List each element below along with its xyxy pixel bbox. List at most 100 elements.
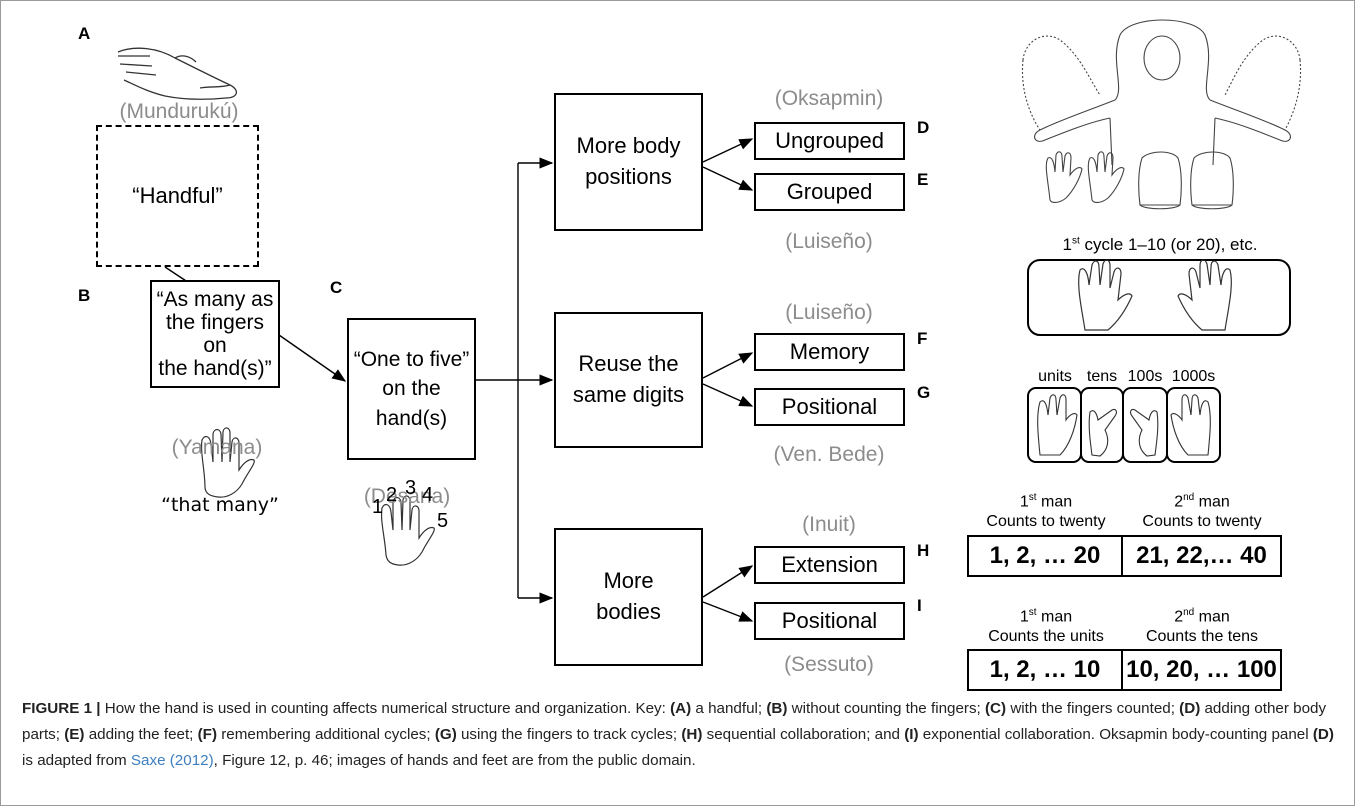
- table-h-cell-1: 1, 2, … 20: [989, 542, 1101, 569]
- caption-key-a: (A): [670, 700, 692, 717]
- label-sessuto: (Sessuto): [784, 653, 874, 676]
- caption-key-i: (I): [904, 726, 919, 743]
- cycle-rest: cycle 1–10 (or 20), etc.: [1079, 235, 1258, 254]
- panel-letter-i: I: [917, 596, 922, 615]
- table-h-col1-head: 1st man Counts to twenty: [970, 488, 1122, 532]
- caption-figure-label: FIGURE 1 |: [22, 700, 101, 717]
- caption-key-e: (E): [64, 726, 85, 743]
- caption-key-g: (G): [434, 726, 457, 743]
- table-i-border: [967, 649, 1282, 691]
- label-luiseno-top: (Luiseño): [785, 230, 873, 253]
- panel-letter-d: D: [917, 118, 930, 137]
- panel-letter-a: A: [78, 24, 91, 43]
- table-i-col1-head: 1st man Counts the units: [970, 603, 1122, 647]
- caption-text-g: using the fingers to track cycles;: [456, 726, 682, 743]
- handful-box: “Handful”: [96, 125, 259, 267]
- digit-2: 2: [386, 484, 398, 506]
- as-many-line-3: the hand(s)”: [158, 357, 272, 381]
- label-desana: (Desana): [363, 485, 451, 508]
- caption-tail: , Figure 12, p. 46; images of hands and …: [213, 752, 696, 769]
- one-to-five-line-1: “One to five”: [353, 347, 470, 371]
- caption-key-f: (F): [197, 726, 218, 743]
- one-to-five-line-3: hand(s): [375, 406, 448, 430]
- digit-hands-drawing: [1037, 394, 1211, 457]
- h-col2-num: 2: [1174, 493, 1184, 511]
- handful-text: “Handful”: [132, 182, 223, 208]
- i-col1-sup: st: [1028, 607, 1037, 618]
- extension-text: Extension: [781, 551, 878, 577]
- panel-letter-g: G: [917, 383, 931, 402]
- more-body-positions-box: More body positions: [554, 93, 703, 231]
- one-to-five-line-2: on the: [382, 377, 441, 401]
- caption-key-b: (B): [766, 700, 788, 717]
- h-col1-num: 1: [1019, 493, 1029, 511]
- caption-key-d2: (D): [1312, 726, 1334, 743]
- i-col2-sub: Counts the tens: [1145, 628, 1259, 646]
- hundreds-box: [1122, 387, 1168, 463]
- reuse-line-2: same digits: [572, 382, 685, 407]
- h-col1-sup: st: [1028, 492, 1037, 503]
- caption-text-i: exponential collaboration. Oksapmin body…: [918, 726, 1313, 743]
- arrow-to-memory: [702, 352, 754, 379]
- memory-box: Memory: [754, 333, 905, 371]
- digit-3: 3: [405, 477, 417, 499]
- caption-text-b: without counting the fingers;: [787, 700, 985, 717]
- as-many-line-1: “As many as: [156, 287, 274, 311]
- i-col1-sub: Counts the units: [988, 628, 1104, 646]
- positional-i-text: Positional: [781, 607, 878, 633]
- two-hands-drawing: [1078, 259, 1232, 331]
- tens-box: [1080, 387, 1124, 463]
- thousands-box: [1166, 387, 1221, 463]
- caption-text-d: adding other body parts;: [22, 700, 1327, 743]
- grouped-box: Grouped: [754, 173, 905, 211]
- label-oksapmin: (Oksapmin): [774, 87, 884, 110]
- reuse-line-1: Reuse the: [578, 351, 679, 377]
- h-col2-rest: man: [1194, 493, 1230, 511]
- panel-letter-c: C: [330, 278, 343, 297]
- arrow-asmany-to-onetofive: [278, 334, 347, 382]
- ungrouped-box: Ungrouped: [754, 122, 905, 160]
- more-body-line-1: More body: [576, 133, 681, 159]
- table-h-border: [967, 535, 1282, 577]
- as-many-line-2: the fingers on: [165, 310, 265, 357]
- more-bodies-line-2: bodies: [596, 599, 661, 624]
- panel-letter-f: F: [917, 329, 928, 348]
- cycle-prefix: 1: [1062, 235, 1073, 254]
- caption-key-d: (D): [1179, 700, 1201, 717]
- thousands-label: 1000s: [1171, 368, 1216, 385]
- label-ven-bede: (Ven. Bede): [773, 443, 885, 466]
- as-many-box: “As many as the fingers on the hand(s)”: [150, 280, 280, 388]
- arrow-to-ungrouped: [702, 138, 754, 163]
- i-col1-rest: man: [1036, 608, 1073, 626]
- caption-key-c: (C): [985, 700, 1007, 717]
- digit-4: 4: [422, 484, 434, 506]
- panel-letter-b: B: [78, 286, 91, 305]
- positional-i-box: Positional: [754, 602, 905, 640]
- h-col1-rest: man: [1036, 493, 1073, 511]
- citation-link[interactable]: Saxe (2012): [130, 752, 214, 769]
- h-col2-sub: Counts to twenty: [1142, 513, 1262, 531]
- caption-text-h: sequential collaboration; and: [702, 726, 905, 743]
- table-h-cell-2: 21, 22,… 40: [1136, 542, 1267, 569]
- i-col2-rest: man: [1194, 608, 1230, 626]
- arrow-to-grouped: [702, 166, 754, 191]
- cycle-box: [1027, 259, 1291, 336]
- hundreds-label: 100s: [1127, 368, 1163, 385]
- h-col1-sub: Counts to twenty: [986, 513, 1106, 531]
- caption-text-d2: is adapted from: [22, 752, 131, 769]
- caption-text-f: remembering additional cycles;: [217, 726, 435, 743]
- memory-text: Memory: [789, 338, 870, 364]
- digit-5: 5: [437, 510, 449, 532]
- yamana-hand-drawing: [200, 427, 255, 498]
- arrow-to-extension: [702, 565, 754, 598]
- units-box: [1027, 387, 1082, 463]
- label-inuit: (Inuit): [802, 513, 856, 536]
- digit-1: 1: [372, 496, 384, 518]
- positional-g-box: Positional: [754, 388, 905, 426]
- tens-label: tens: [1086, 368, 1118, 385]
- panel-letter-e: E: [917, 170, 929, 189]
- oksapmin-body-drawing: [1021, 19, 1302, 166]
- more-bodies-line-1: More: [603, 568, 654, 594]
- panel-letter-h: H: [917, 541, 930, 560]
